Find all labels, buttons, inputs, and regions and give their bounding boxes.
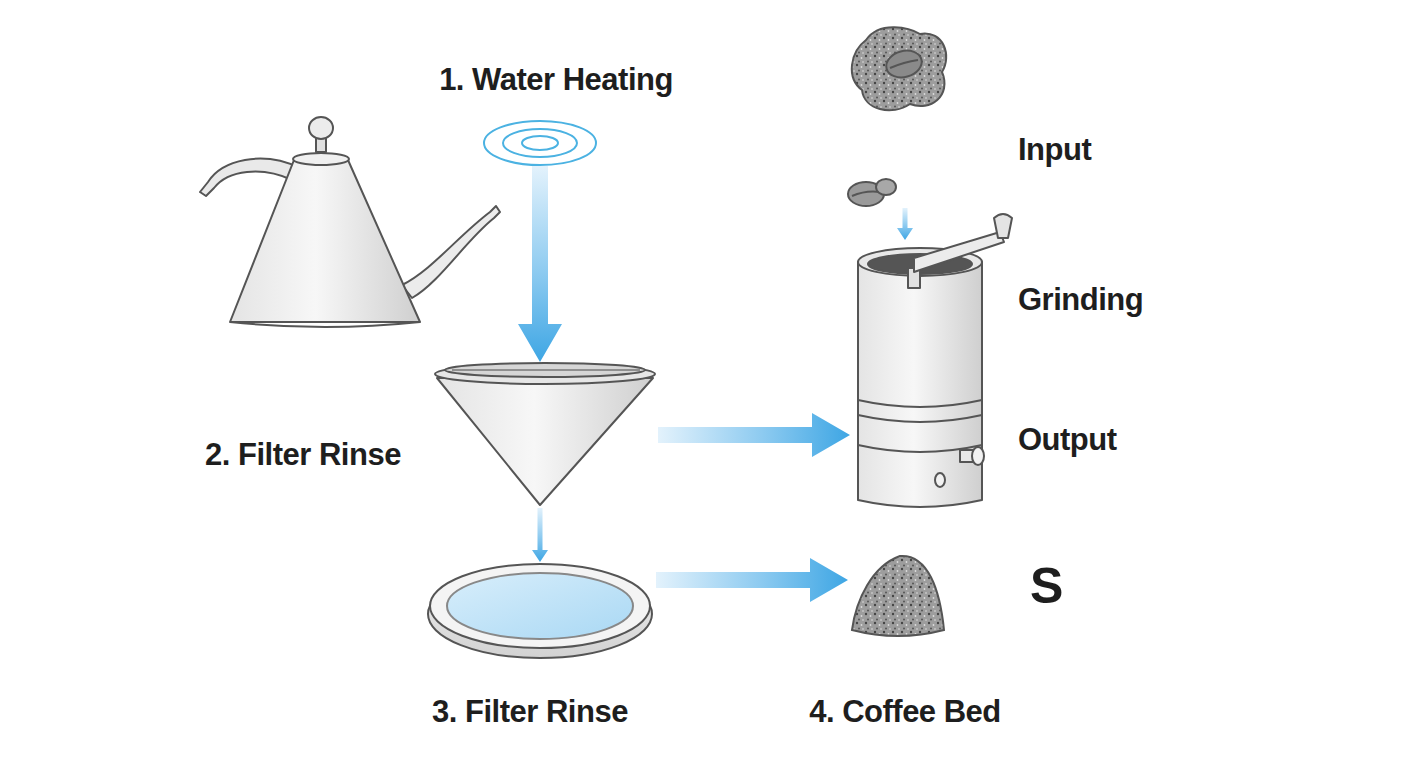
step-label: 1. Water Heating <box>439 63 673 97</box>
input-beans: Input <box>846 26 946 208</box>
step-label: 3. Filter Rinse <box>432 695 628 729</box>
step-sublabel: Output <box>1018 423 1117 457</box>
coffee-beans <box>848 27 946 206</box>
flow-arrow <box>656 558 848 602</box>
filter-cone <box>435 363 655 505</box>
hand-grinder <box>858 214 1012 507</box>
coffee-bed: S4. Coffee Bed <box>848 540 948 644</box>
ground-coffee <box>852 556 944 636</box>
filter-step: 2. Filter Rinse <box>432 362 658 508</box>
flow-arrow <box>532 508 548 562</box>
step-label: Grinding <box>1018 283 1143 317</box>
step-label: S <box>1030 559 1063 614</box>
flow-arrow <box>897 208 913 240</box>
flow-arrow <box>518 166 562 362</box>
step-label: Input <box>1018 133 1091 167</box>
step-sublabel: 4. Coffee Bed <box>809 695 1001 729</box>
flow-arrow <box>658 413 850 457</box>
heating-step: 1. Water Heating <box>482 118 598 166</box>
heat-rings <box>484 121 596 165</box>
rinse-dish <box>428 564 652 658</box>
grinder-step: GrindingOutput <box>850 240 990 516</box>
step-label: 2. Filter Rinse <box>205 438 401 472</box>
dish-step: 3. Filter Rinse <box>426 562 656 660</box>
kettle <box>200 117 500 327</box>
